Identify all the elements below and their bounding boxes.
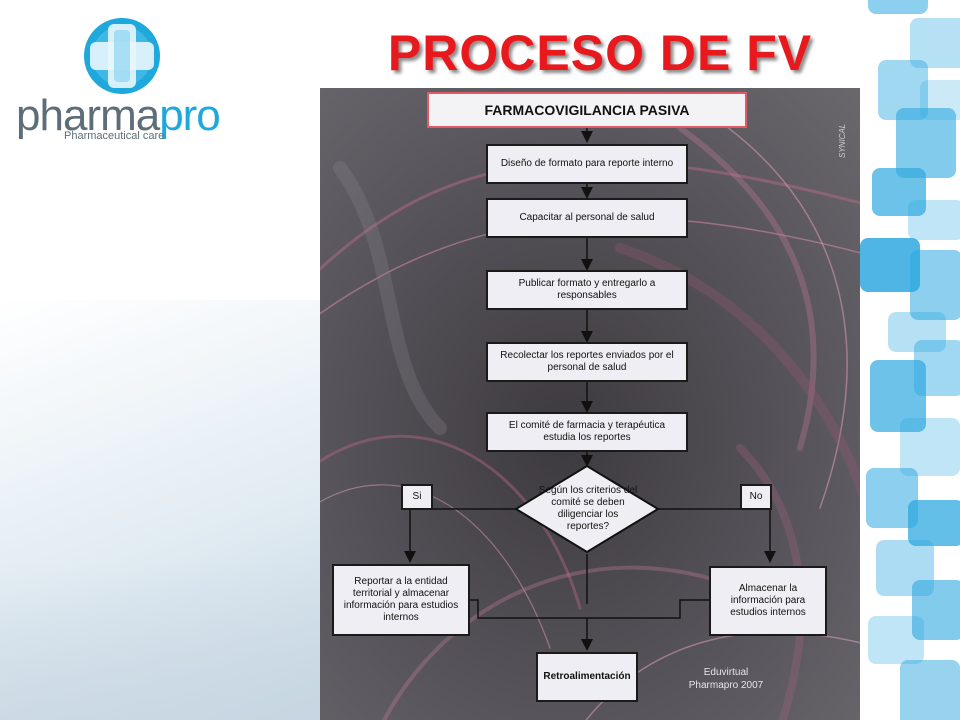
flow-step-2: Capacitar al personal de salud [486, 198, 688, 238]
flowchart-panel: SYNICAL FARMACOVIGILANCIA PASIVA Diseño … [320, 88, 860, 720]
panel-background-swirls [320, 107, 860, 720]
logo-word-pharma: pharma [16, 91, 160, 140]
flow-step-4: Recolectar los reportes enviados por el … [486, 342, 688, 382]
flow-step-1: Diseño de formato para reporte interno [486, 144, 688, 184]
branch-no-label: No [740, 484, 772, 510]
decision-diamond: Según los criterios del comité se deben … [538, 485, 638, 532]
credit-line-1: Eduvirtual [703, 667, 749, 678]
flow-step-3: Publicar formato y entregarlo a responsa… [486, 270, 688, 310]
logo-cross-icon [84, 18, 160, 94]
branch-yes-label: Si [401, 484, 433, 510]
logo-tagline: Pharmaceutical care [64, 130, 165, 142]
diagram-watermark: SYNICAL [838, 123, 847, 158]
logo-word-pro: pro [159, 91, 221, 140]
pharmapro-logo: pharmapro Pharmaceutical care [10, 10, 250, 150]
yes-outcome-box: Reportar a la entidad territorial y alma… [332, 564, 470, 636]
logo-wordmark: pharmapro [16, 91, 221, 140]
decorative-squares [860, 0, 960, 720]
flow-step-5: El comité de farmacia y terapéutica estu… [486, 412, 688, 452]
final-step-box: Retroalimentación [536, 652, 638, 702]
flowchart-header: FARMACOVIGILANCIA PASIVA [427, 92, 747, 128]
no-outcome-box: Almacenar la información para estudios i… [709, 566, 827, 636]
diagram-credit: Eduvirtual Pharmapro 2007 [676, 666, 776, 692]
slide-title: PROCESO DE FV [387, 25, 813, 81]
credit-line-2: Pharmapro 2007 [688, 680, 764, 691]
background-wash-bottom [0, 560, 320, 720]
